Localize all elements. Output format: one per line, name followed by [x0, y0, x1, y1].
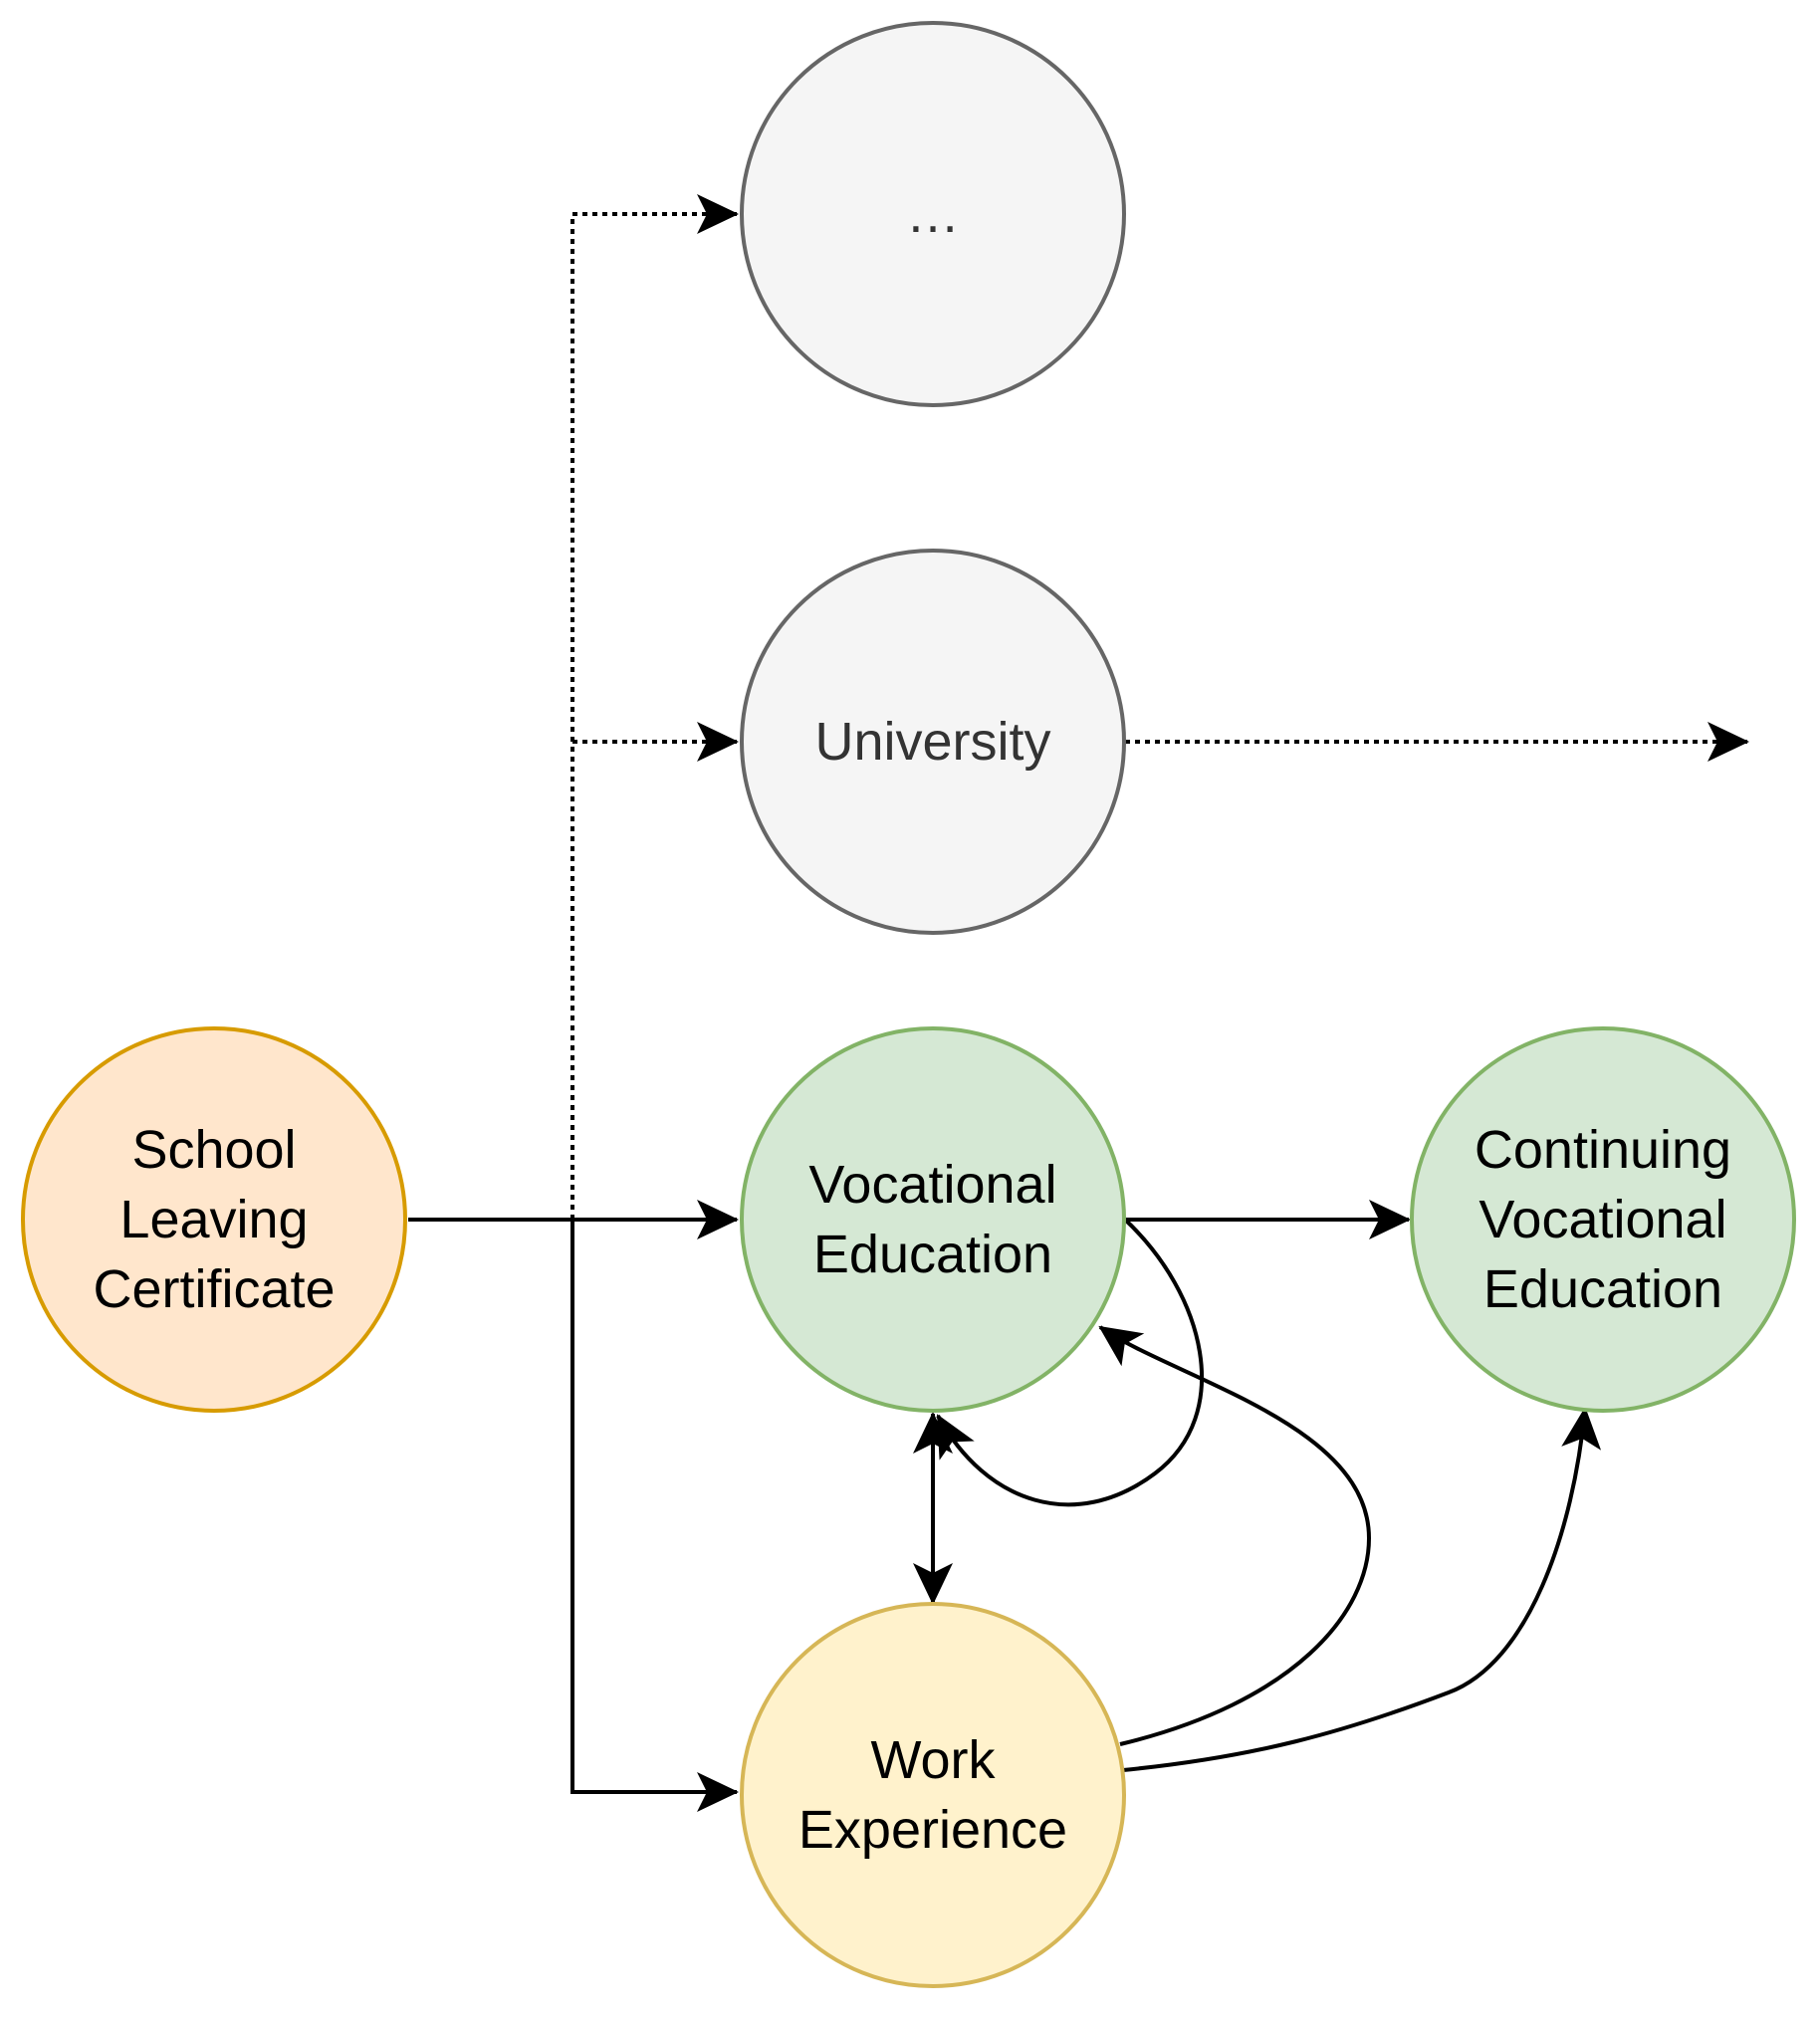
node-school-label-line: Certificate — [93, 1259, 335, 1319]
node-ellipsis: … — [740, 21, 1126, 407]
edge-vocational-self-loop — [936, 1218, 1205, 1507]
edge-work-to-continuing — [1122, 1407, 1602, 1772]
node-school-label-line: Leaving — [119, 1190, 308, 1249]
node-ellipsis-label-line: … — [906, 184, 960, 244]
node-work-circle — [740, 1602, 1126, 1988]
node-work-label-line: Work — [870, 1730, 996, 1790]
node-university-label: University — [814, 712, 1050, 772]
node-school-label-line: School — [131, 1120, 296, 1180]
node-university: University — [740, 549, 1126, 935]
node-continuing-label-line: Education — [1483, 1259, 1722, 1319]
node-vocational-label-line: Vocational — [808, 1155, 1056, 1215]
edge-work-to-vocational-curve — [1098, 1325, 1372, 1746]
node-school-circle — [21, 1026, 407, 1413]
node-ellipsis-label: … — [906, 184, 960, 244]
node-university-label-line: University — [814, 712, 1050, 772]
node-vocational-circle — [740, 1026, 1126, 1413]
edge-school-to-ellipsis — [570, 194, 739, 1220]
node-university-circle — [740, 549, 1126, 935]
node-work-label-line: Experience — [798, 1800, 1067, 1860]
node-vocational-label-line: Education — [813, 1225, 1052, 1284]
edges — [408, 194, 1749, 1812]
node-continuing-label-line: Vocational — [1479, 1190, 1726, 1249]
node-continuing-circle — [1410, 1026, 1796, 1413]
node-ellipsis-circle — [740, 21, 1126, 407]
node-continuing-label-line: Continuing — [1475, 1120, 1731, 1180]
edge-school-to-work — [570, 1220, 739, 1812]
